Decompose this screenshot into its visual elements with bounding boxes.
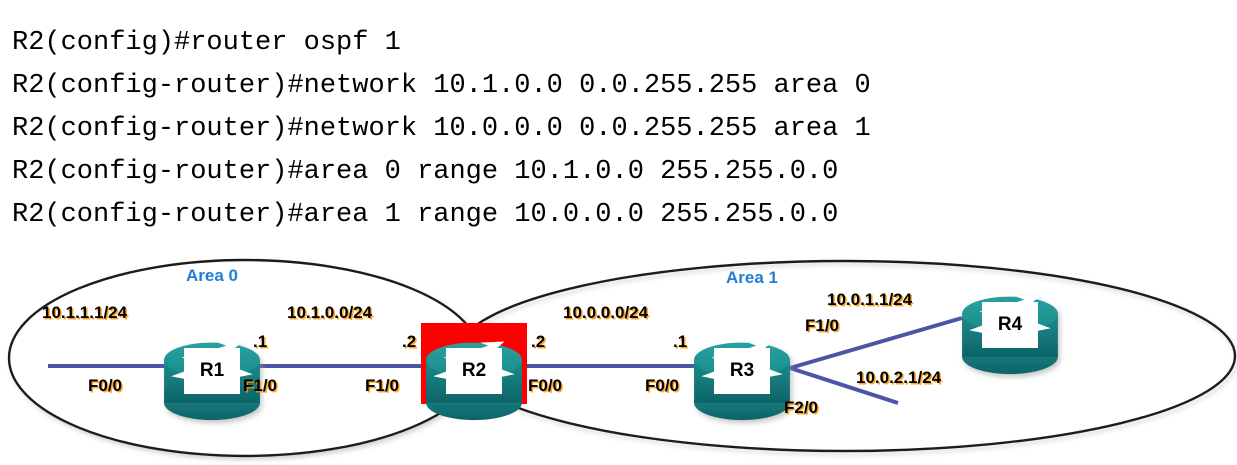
r1-nameplate bbox=[184, 348, 240, 394]
r4-nameplate bbox=[982, 302, 1038, 348]
topology-graphics bbox=[7, 258, 1237, 458]
router-label-r3: R3 bbox=[729, 360, 755, 381]
router-label-r2: R2 bbox=[461, 360, 487, 381]
octet-label-r2-left-2: .2 bbox=[402, 332, 417, 351]
cli-line-4: R2(config-router)#area 0 range 10.1.0.0 … bbox=[12, 157, 839, 187]
r2-nameplate bbox=[446, 348, 502, 394]
network-topology-diagram: R1 R2 R3 R4 Area 0 Area 1 10.1.1.1/24 10… bbox=[0, 248, 1237, 465]
cli-line-3: R2(config-router)#network 10.0.0.0 0.0.2… bbox=[12, 114, 871, 144]
link-r3-r4 bbox=[789, 316, 963, 370]
octet-label-r1-1: .1 bbox=[253, 332, 268, 351]
router-label-r1: R1 bbox=[199, 360, 225, 381]
cli-line-5: R2(config-router)#area 1 range 10.0.0.0 … bbox=[12, 200, 839, 230]
r3-nameplate bbox=[714, 348, 770, 394]
interface-label-r3-f2-0: F2/0 bbox=[784, 398, 819, 417]
area-label-1: Area 1 bbox=[726, 268, 778, 287]
cli-line-2: R2(config-router)#network 10.1.0.0 0.0.2… bbox=[12, 71, 871, 101]
interface-label-r3-f1-0: F1/0 bbox=[805, 316, 840, 335]
octet-label-r2-right-2: .2 bbox=[531, 332, 546, 351]
area-label-0: Area 0 bbox=[186, 266, 238, 285]
network-label-10-1-0-0: 10.1.0.0/24 bbox=[287, 303, 373, 322]
interface-label-r2-f0-0: F0/0 bbox=[528, 376, 563, 395]
network-label-10-0-2-1: 10.0.2.1/24 bbox=[856, 368, 942, 387]
octet-label-r3-1: .1 bbox=[673, 332, 688, 351]
interface-label-r2-f1-0: F1/0 bbox=[365, 376, 400, 395]
interface-label-r3-f0-0: F0/0 bbox=[645, 376, 680, 395]
interface-label-r1-f0-0: F0/0 bbox=[88, 376, 123, 395]
link-r3-f2-0 bbox=[789, 366, 899, 405]
router-label-r4: R4 bbox=[997, 314, 1023, 335]
interface-label-r1-f1-0: F1/0 bbox=[243, 376, 278, 395]
cli-line-1: R2(config)#router ospf 1 bbox=[12, 28, 401, 58]
cli-transcript: R2(config)#router ospf 1 R2(config-route… bbox=[12, 28, 871, 230]
network-label-10-1-1-1: 10.1.1.1/24 bbox=[42, 303, 128, 322]
network-label-10-0-0-0: 10.0.0.0/24 bbox=[563, 303, 649, 322]
network-label-10-0-1-1: 10.0.1.1/24 bbox=[827, 290, 913, 309]
